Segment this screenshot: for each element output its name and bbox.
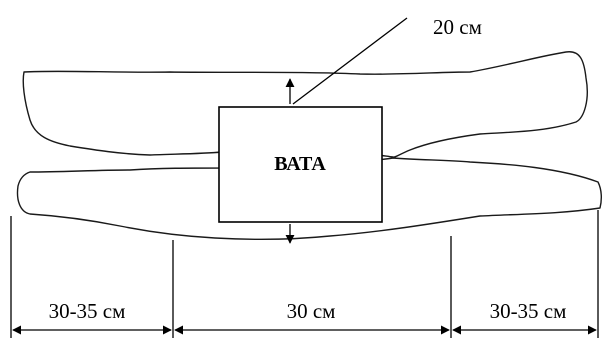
upper-fabric-strip	[22, 51, 588, 158]
right-dimension-label: 30-35 см	[490, 299, 567, 323]
top-dimension-label: 20 см	[433, 15, 482, 39]
leader-line	[292, 17, 408, 105]
lower-fabric-strip	[16, 157, 603, 240]
cotton-wool-label: ВАТА	[274, 153, 326, 175]
left-dimension-label: 30-35 см	[49, 299, 126, 323]
cotton-wool-pad	[218, 106, 383, 223]
middle-dimension-label: 30 см	[287, 299, 336, 323]
